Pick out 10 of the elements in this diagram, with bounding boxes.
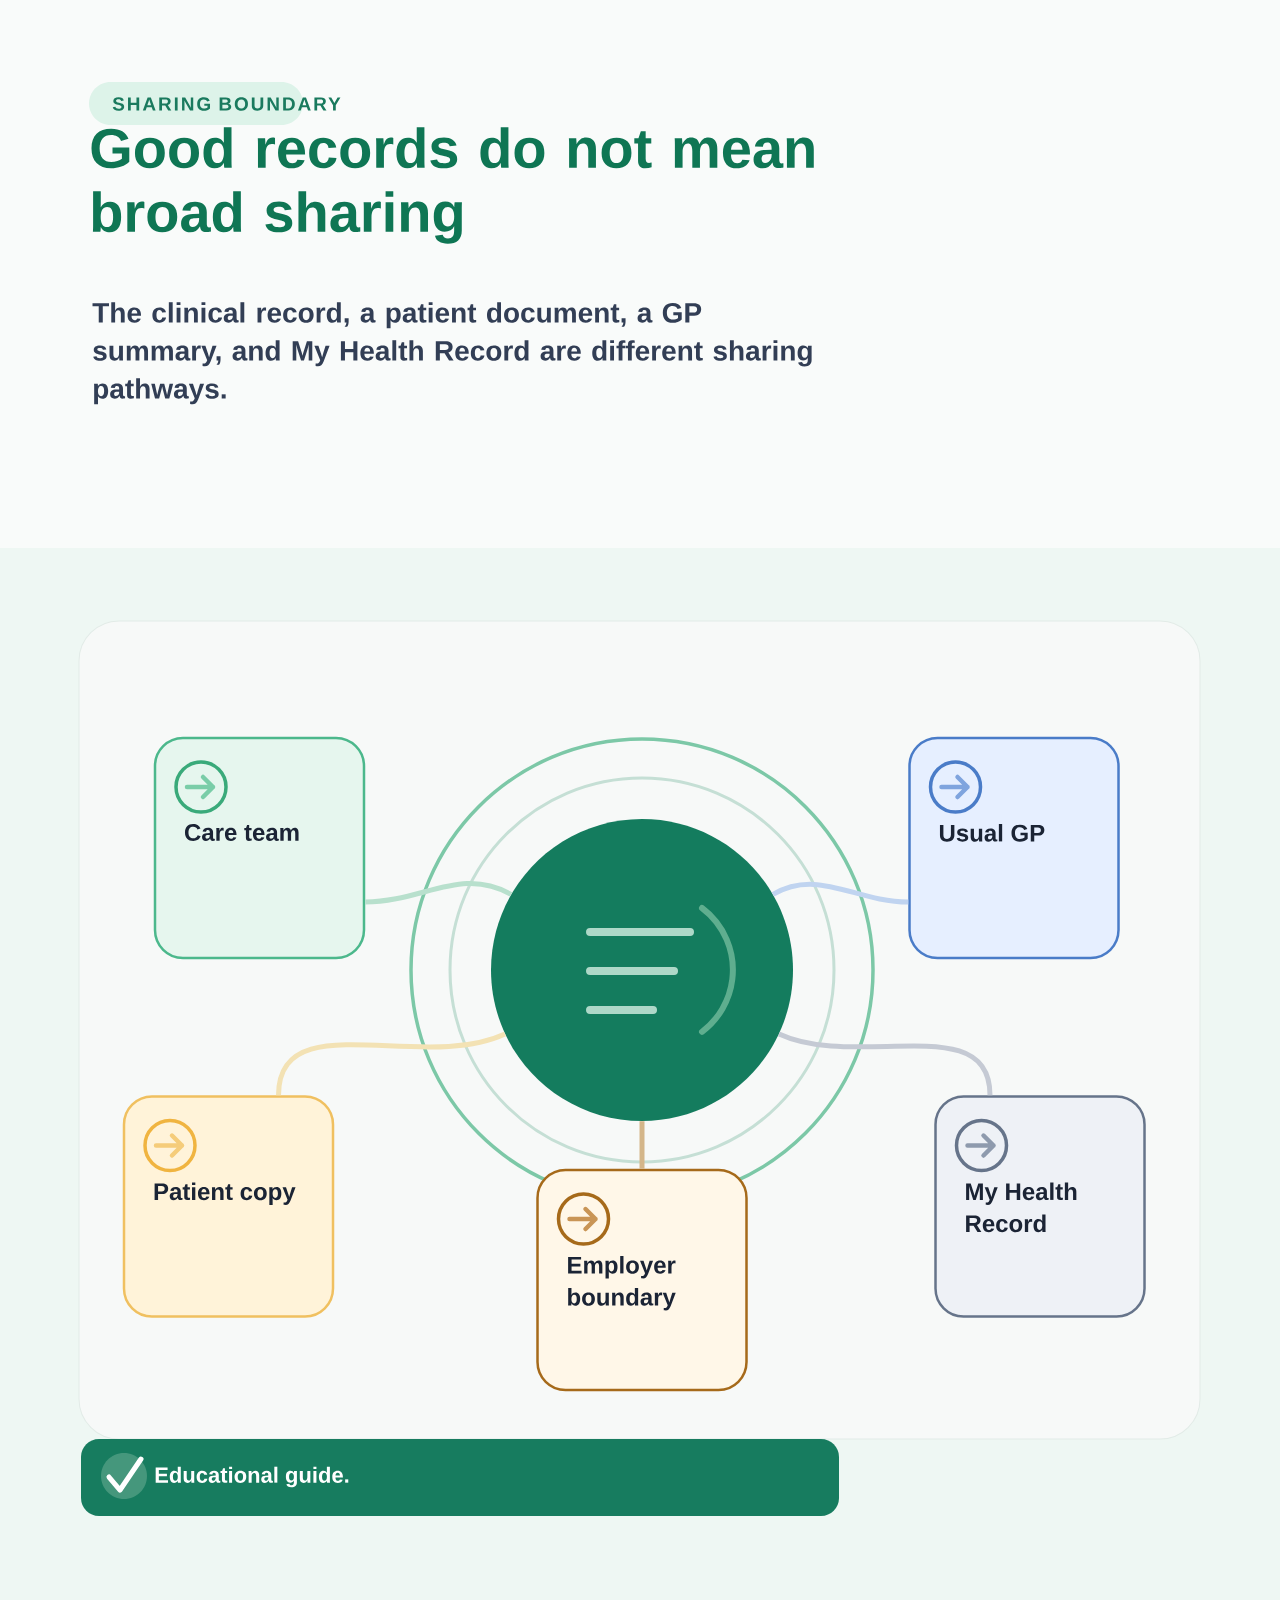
title: Good records do not mean broad sharing xyxy=(91,127,814,244)
pathway-card: My Health Record xyxy=(934,1095,1146,1318)
subtitle: The clinical record, a patient document, a GP summary, and My Health Record are different sharing pathways. xyxy=(92,302,812,405)
hub-circle xyxy=(491,819,793,1121)
note-banner: Educational guide. xyxy=(81,1439,839,1516)
category-tag: SHARING BOUNDARY xyxy=(89,82,341,125)
pathway-card: Usual GP xyxy=(908,736,1120,960)
pathway-card: Patient copy xyxy=(122,1095,335,1318)
pathway-card: Employer boundary xyxy=(536,1168,748,1392)
pathway-card: Care team xyxy=(153,736,366,960)
